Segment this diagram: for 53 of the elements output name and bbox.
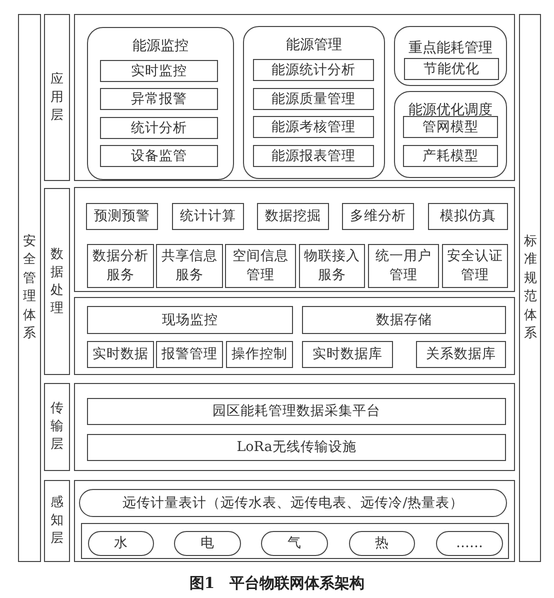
function-box: 数据分析服务 bbox=[87, 244, 154, 288]
function-box: 统计分析 bbox=[100, 117, 218, 139]
system-panel: 标准规范体系 bbox=[519, 14, 541, 562]
function-box: 安全认证管理 bbox=[442, 244, 508, 288]
module-group bbox=[243, 26, 385, 179]
function-box: 统计计算 bbox=[172, 203, 244, 230]
layer-panel bbox=[74, 14, 515, 181]
function-box: 产耗模型 bbox=[403, 145, 498, 167]
group-title: 重点能耗管理 bbox=[408, 40, 492, 56]
function-box: 多维分析 bbox=[342, 203, 414, 230]
device-capsule: 远传计量表计（远传水表、远传电表、远传冷/热量表） bbox=[79, 489, 507, 517]
function-box: 管网模型 bbox=[403, 116, 498, 138]
function-box: 能源统计分析 bbox=[253, 59, 374, 81]
function-box: 物联接入服务 bbox=[299, 244, 365, 288]
layer-panel bbox=[74, 187, 515, 292]
function-box: 现场监控 bbox=[87, 306, 293, 334]
function-box: 统一用户管理 bbox=[368, 244, 439, 288]
function-box: 设备监管 bbox=[100, 145, 218, 167]
layer-label: 数据处理 bbox=[44, 188, 70, 375]
system-panel: 安全管理体系 bbox=[18, 14, 41, 562]
function-box: 异常报警 bbox=[100, 88, 218, 110]
group-title: 能源监控 bbox=[132, 38, 188, 54]
function-box: 节能优化 bbox=[404, 58, 499, 80]
function-box: 操作控制 bbox=[226, 341, 293, 368]
function-box: 实时监控 bbox=[100, 60, 218, 82]
function-box: 数据挖掘 bbox=[257, 203, 329, 230]
group-title: 能源管理 bbox=[286, 37, 342, 53]
layer-panel bbox=[74, 480, 515, 562]
function-box: 园区能耗管理数据采集平台 bbox=[87, 398, 506, 425]
function-box: 预测预警 bbox=[86, 203, 158, 230]
module-group bbox=[394, 91, 507, 178]
layer-label: 传输层 bbox=[44, 383, 70, 471]
layer-panel bbox=[74, 297, 515, 375]
function-box: 数据存储 bbox=[302, 306, 506, 334]
function-box: 实时数据 bbox=[87, 341, 154, 368]
figure-caption: 图1 平台物联网体系架构 bbox=[189, 574, 365, 593]
layer-label: 感知层 bbox=[44, 480, 70, 562]
function-box: 能源报表管理 bbox=[253, 145, 374, 167]
layer-label: 应用层 bbox=[44, 14, 70, 181]
function-box: 报警管理 bbox=[156, 341, 223, 368]
layer-panel bbox=[74, 383, 515, 471]
function-box: LoRa无线传输设施 bbox=[87, 434, 506, 461]
function-box: 模拟仿真 bbox=[428, 203, 508, 230]
function-box: 关系数据库 bbox=[416, 341, 506, 368]
function-box: 共享信息服务 bbox=[156, 244, 223, 288]
group-title: 能源优化调度 bbox=[408, 102, 492, 118]
function-box: 能源质量管理 bbox=[253, 88, 374, 110]
resource-panel bbox=[81, 523, 509, 559]
function-box: 能源考核管理 bbox=[253, 116, 374, 138]
module-group bbox=[87, 27, 234, 180]
module-group bbox=[394, 26, 507, 86]
function-box: 实时数据库 bbox=[302, 341, 393, 368]
function-box: 空间信息管理 bbox=[225, 244, 296, 288]
